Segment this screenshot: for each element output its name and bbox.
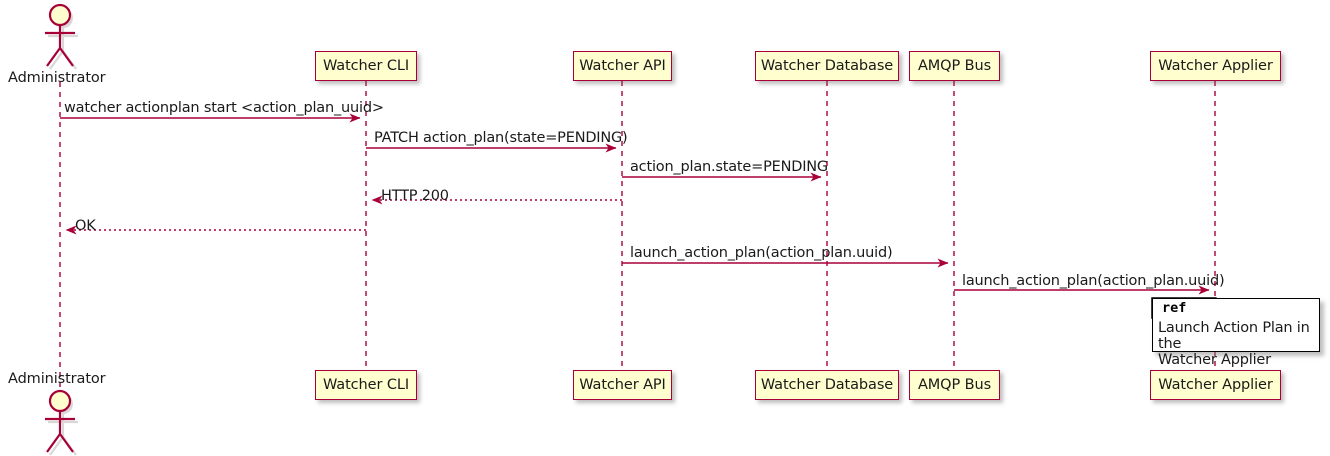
lifelines: [59, 81, 1216, 392]
participant-box-watcher-cli-bottom[interactable]: Watcher CLI: [315, 370, 417, 400]
message-label-2: PATCH action_plan(state=PENDING): [374, 130, 628, 146]
participant-box-watcher-applier-bottom[interactable]: Watcher Applier: [1150, 370, 1281, 400]
participant-box-watcher-cli-top[interactable]: Watcher CLI: [315, 51, 417, 81]
participant-box-watcher-api-bottom[interactable]: Watcher API: [573, 370, 672, 400]
actor-figure-bottom: [45, 389, 78, 456]
ref-fragment-tab-label: ref: [1162, 300, 1187, 316]
actor-label-administrator-top: Administrator: [8, 70, 106, 86]
participant-box-watcher-database-top[interactable]: Watcher Database: [755, 51, 899, 81]
message-label-4: HTTP 200: [381, 188, 449, 204]
participant-box-amqp-bus-top[interactable]: AMQP Bus: [909, 51, 1000, 81]
message-label-6: launch_action_plan(action_plan.uuid): [630, 245, 893, 261]
participant-box-watcher-applier-top[interactable]: Watcher Applier: [1150, 51, 1281, 81]
participant-box-watcher-database-bottom[interactable]: Watcher Database: [755, 370, 899, 400]
message-label-7: launch_action_plan(action_plan.uuid): [962, 273, 1225, 289]
participant-box-amqp-bus-bottom[interactable]: AMQP Bus: [909, 370, 1000, 400]
actor-figure-top: [45, 3, 78, 70]
actor-label-administrator-bottom: Administrator: [8, 371, 106, 387]
message-label-1: watcher actionplan start <action_plan_uu…: [64, 100, 384, 116]
message-label-5: OK: [75, 218, 96, 234]
message-label-3: action_plan.state=PENDING: [630, 159, 828, 175]
ref-fragment-box: [1152, 298, 1320, 352]
participant-box-watcher-api-top[interactable]: Watcher API: [573, 51, 672, 81]
ref-fragment-body: Launch Action Plan in the Watcher Applie…: [1158, 320, 1310, 368]
